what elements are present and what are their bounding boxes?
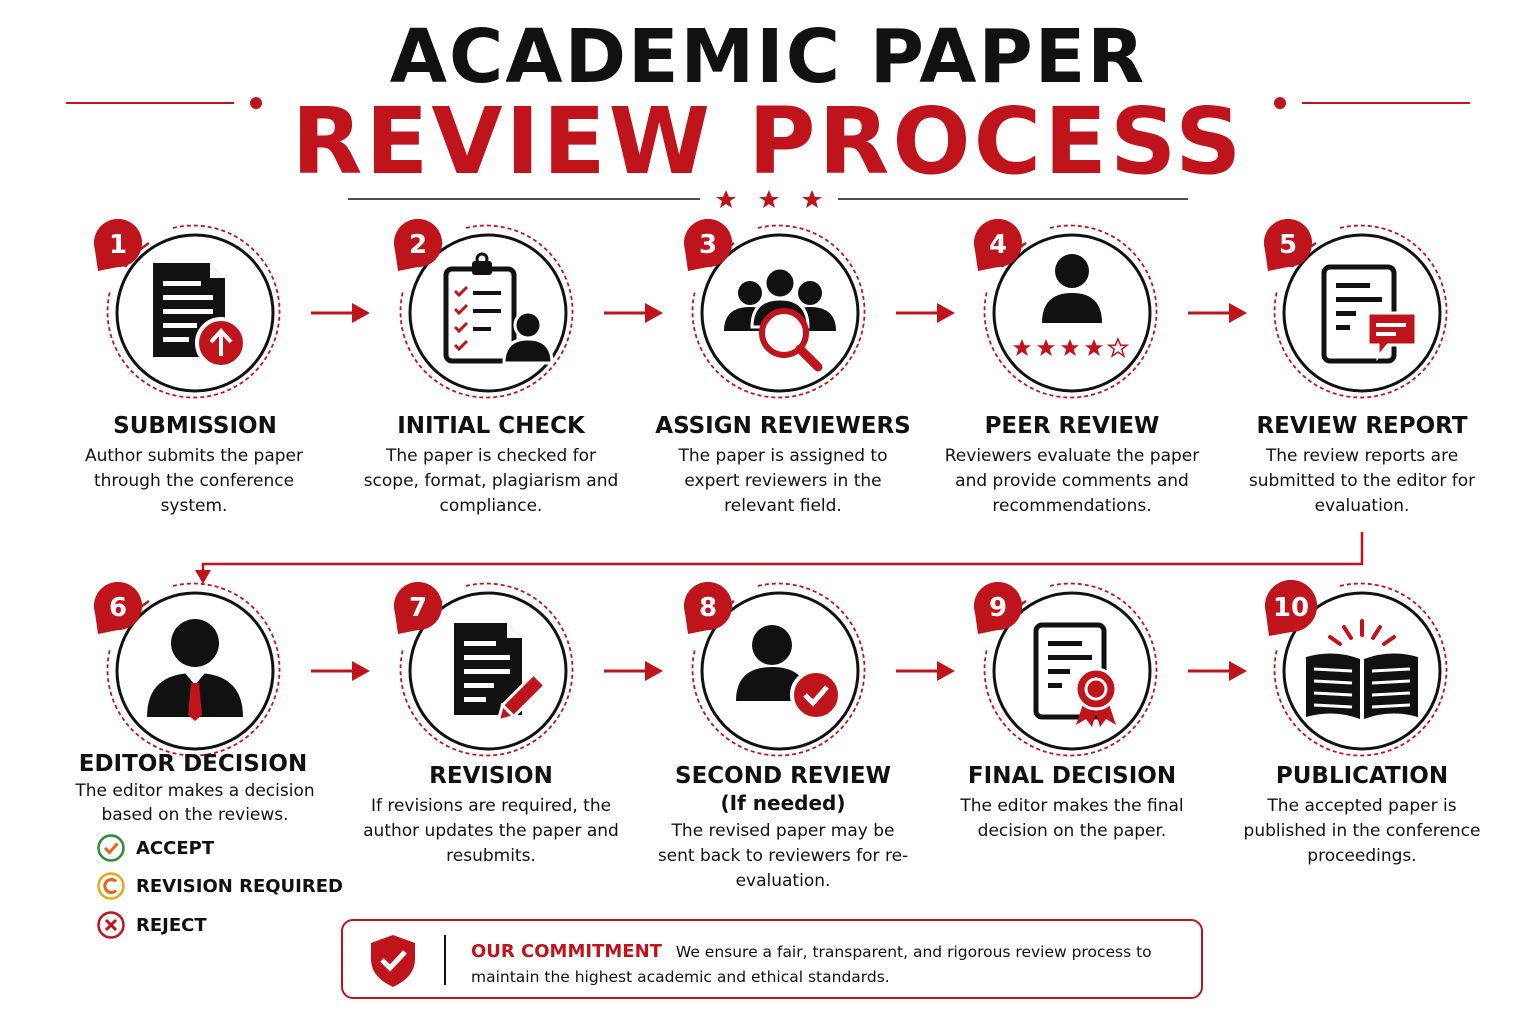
svg-text:9: 9 [989, 593, 1007, 623]
step-1-node [106, 224, 282, 400]
certificate-icon [1033, 622, 1118, 727]
step-8-description: The revised paper may be sent back to re… [657, 821, 909, 891]
arrow-8-9 [896, 661, 955, 681]
document-edit-icon [454, 623, 547, 723]
svg-text:7: 7 [409, 593, 427, 623]
clipboard-checklist-icon [443, 252, 554, 365]
step-2-title: INITIAL CHECK [397, 413, 585, 439]
step-1-title: SUBMISSION [113, 413, 277, 439]
step-8-title: SECOND REVIEW [675, 763, 891, 789]
step-7-title: REVISION [429, 763, 553, 789]
step-2-node [399, 224, 575, 400]
step-4-badge: 4 [974, 219, 1022, 271]
star-icon [802, 190, 822, 208]
svg-text:8: 8 [699, 593, 717, 623]
svg-text:10: 10 [1273, 593, 1309, 623]
step-6-description: The editor makes a decision based on the… [75, 781, 315, 825]
arrow-3-4 [896, 303, 955, 323]
revision-circle-icon [97, 872, 125, 900]
connector-5-6 [195, 532, 1364, 584]
shield-check-icon [371, 935, 415, 987]
step-4-node [983, 224, 1159, 400]
step-4-description: Reviewers evaluate the paper and provide… [944, 446, 1200, 516]
step-8-badge: 8 [684, 582, 732, 634]
star-icon [716, 190, 736, 208]
step-5-badge: 5 [1264, 219, 1312, 271]
title-rule-left-dot [250, 97, 262, 109]
step-3-description: The paper is assigned to expert reviewer… [678, 446, 888, 516]
step-5-node [1273, 224, 1449, 400]
step-10-description: The accepted paper is published in the c… [1243, 796, 1481, 866]
arrow-7-8 [604, 661, 663, 681]
step-3-badge: 3 [684, 219, 732, 271]
step-7-badge: 7 [394, 582, 442, 634]
commitment-divider [444, 935, 446, 985]
decision-option-label: REVISION REQUIRED [136, 875, 343, 897]
report-comment-icon [1321, 264, 1418, 364]
step-6-node [106, 582, 282, 758]
svg-text:6: 6 [109, 593, 127, 623]
star-ornaments [716, 190, 822, 208]
step-7-description: If revisions are required, the author up… [363, 796, 619, 866]
document-upload-icon [153, 263, 247, 369]
step-5-description: The review reports are submitted to the … [1248, 446, 1476, 516]
step-7-node [399, 582, 575, 758]
commitment-title: OUR COMMITMENT [471, 941, 662, 962]
step-9-description: The editor makes the final decision on t… [960, 796, 1184, 841]
arrow-2-3 [604, 303, 663, 323]
step-3-title: ASSIGN REVIEWERS [655, 413, 911, 439]
step-3-node [691, 224, 867, 400]
step-8-node [691, 582, 867, 758]
step-10-badge: 10 [1265, 580, 1317, 636]
decision-option-reject: REJECT [96, 910, 207, 940]
step-9-node [983, 582, 1159, 758]
svg-text:1: 1 [109, 230, 127, 260]
arrow-1-2 [311, 303, 370, 323]
step-4-title: PEER REVIEW [984, 413, 1160, 439]
reviewers-search-icon [724, 266, 836, 372]
step-2-description: The paper is checked for scope, format, … [363, 446, 619, 516]
step-10-title: PUBLICATION [1275, 763, 1449, 789]
decision-option-label: REJECT [136, 914, 207, 936]
step-8-subtitle: (If needed) [720, 791, 846, 815]
check-circle-icon [97, 834, 125, 862]
title-rule-right-dot [1274, 97, 1286, 109]
person-check-icon [736, 625, 842, 721]
step-5-title: REVIEW REPORT [1256, 413, 1468, 439]
svg-text:5: 5 [1279, 230, 1297, 260]
editor-icon [147, 619, 243, 721]
open-book-icon [1306, 619, 1418, 719]
step-6-badge: 6 [94, 582, 142, 634]
reviewer-rating-icon [1013, 254, 1130, 358]
decision-option-revision: REVISION REQUIRED [96, 871, 343, 901]
svg-text:4: 4 [989, 230, 1007, 260]
arrow-9-10 [1188, 661, 1247, 681]
title-line-2: REVIEW PROCESS [291, 88, 1245, 195]
x-circle-icon [97, 911, 125, 939]
step-6-title: EDITOR DECISION [78, 751, 308, 777]
title-line-1: ACADEMIC PAPER [389, 14, 1147, 100]
step-9-title: FINAL DECISION [967, 763, 1177, 789]
step-1-badge: 1 [94, 219, 142, 271]
step-2-badge: 2 [394, 219, 442, 271]
decision-option-accept: ACCEPT [96, 833, 214, 863]
svg-text:3: 3 [699, 230, 717, 260]
step-10-node [1273, 582, 1449, 758]
arrow-6-7 [311, 661, 370, 681]
arrow-4-5 [1188, 303, 1247, 323]
step-1-description: Author submits the paper through the con… [84, 446, 304, 516]
star-icon [759, 190, 779, 208]
step-badges: 1 2 3 4 5 6 7 8 9 10 [94, 219, 1317, 636]
decision-option-label: ACCEPT [136, 837, 215, 859]
step-9-badge: 9 [974, 582, 1022, 634]
svg-text:2: 2 [409, 230, 427, 260]
commitment-text: We ensure a fair, transparent, and rigor… [471, 943, 1152, 986]
